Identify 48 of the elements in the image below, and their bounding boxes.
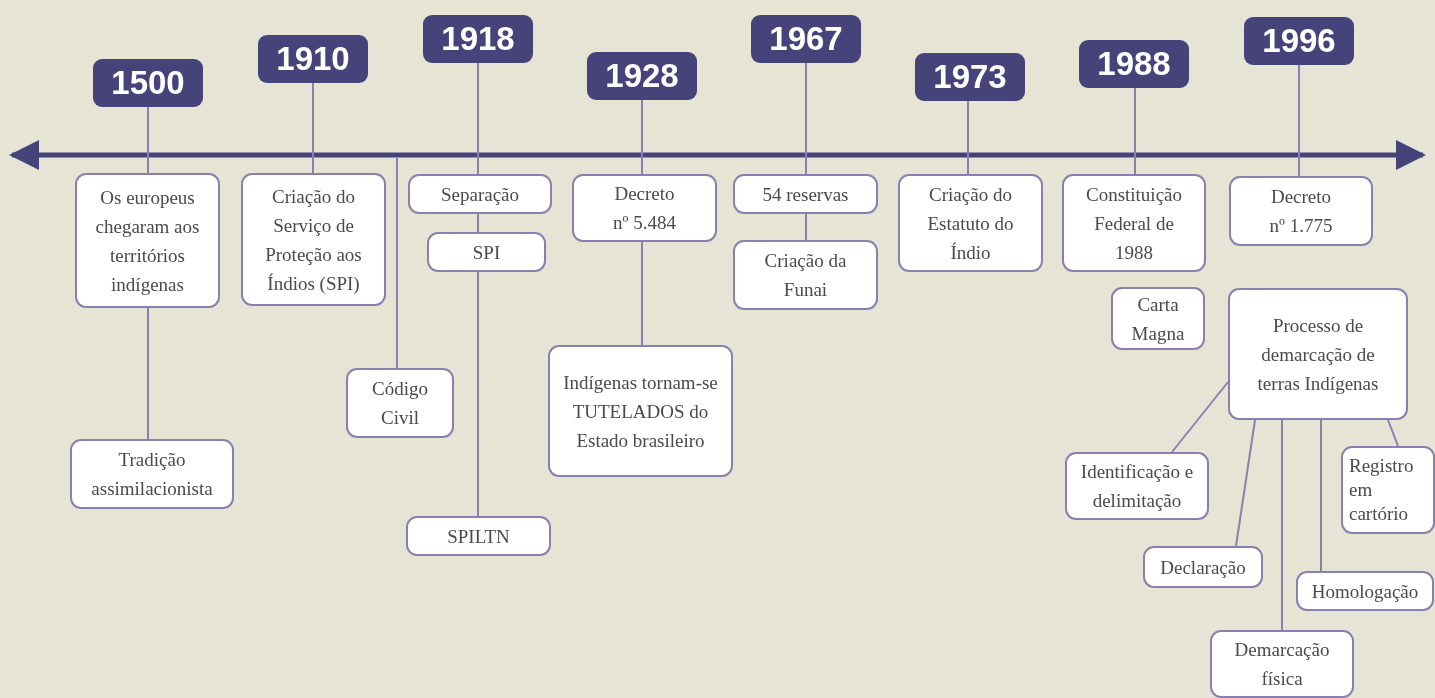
connector-line	[1134, 87, 1136, 175]
event-box: Constituição Federal de 1988	[1062, 174, 1206, 272]
event-box: Demarcação física	[1210, 630, 1354, 698]
connector-line	[147, 106, 149, 174]
year-badge: 1973	[915, 53, 1025, 101]
year-badge: 1910	[258, 35, 368, 83]
year-badge: 1988	[1079, 40, 1189, 88]
year-badge: 1500	[93, 59, 203, 107]
event-box: Decreto nº 1.775	[1229, 176, 1373, 246]
event-box: Criação da Funai	[733, 240, 878, 310]
connector-line	[477, 62, 479, 175]
connector-line	[641, 241, 643, 346]
event-box: Criação do Estatuto do Índio	[898, 174, 1043, 272]
event-box: Decreto nº 5.484	[572, 174, 717, 242]
event-box: Identificação e delimitação	[1065, 452, 1209, 520]
year-badge: 1928	[587, 52, 697, 100]
connector-line	[396, 157, 398, 369]
connector-line	[1298, 64, 1300, 177]
connector-line	[1281, 419, 1283, 631]
event-box: Código Civil	[346, 368, 454, 438]
event-box: Tradição assimilacionista	[70, 439, 234, 509]
event-box: 54 reservas	[733, 174, 878, 214]
event-box: Registro em cartório	[1341, 446, 1435, 534]
connector-line	[147, 307, 149, 440]
connector-line	[477, 271, 479, 517]
event-box: Homologação	[1296, 571, 1434, 611]
event-box: SPILTN	[406, 516, 551, 556]
connector-line	[312, 82, 314, 174]
connector-line	[805, 62, 807, 175]
connector-line	[1320, 419, 1322, 572]
year-badge: 1918	[423, 15, 533, 63]
connector-line	[1387, 419, 1399, 447]
year-badge: 1967	[751, 15, 861, 63]
connector-line	[967, 100, 969, 175]
event-box: Carta Magna	[1111, 287, 1205, 350]
event-box: SPI	[427, 232, 546, 272]
connector-line	[1235, 419, 1256, 547]
event-box: Os europeus chegaram aos territórios indígenas	[75, 173, 220, 308]
year-badge: 1996	[1244, 17, 1354, 65]
event-box: Criação do Serviço de Proteção aos Índios (SPI)	[241, 173, 386, 306]
event-box: Separação	[408, 174, 552, 214]
connector-line	[477, 213, 479, 233]
connector-line	[641, 99, 643, 175]
event-box: Indígenas tornam-se TUTELADOS do Estado brasileiro	[548, 345, 733, 477]
connector-line	[1171, 381, 1229, 453]
connector-line	[805, 213, 807, 241]
event-box: Processo de demarcação de terras Indígenas	[1228, 288, 1408, 420]
event-box: Declaração	[1143, 546, 1263, 588]
